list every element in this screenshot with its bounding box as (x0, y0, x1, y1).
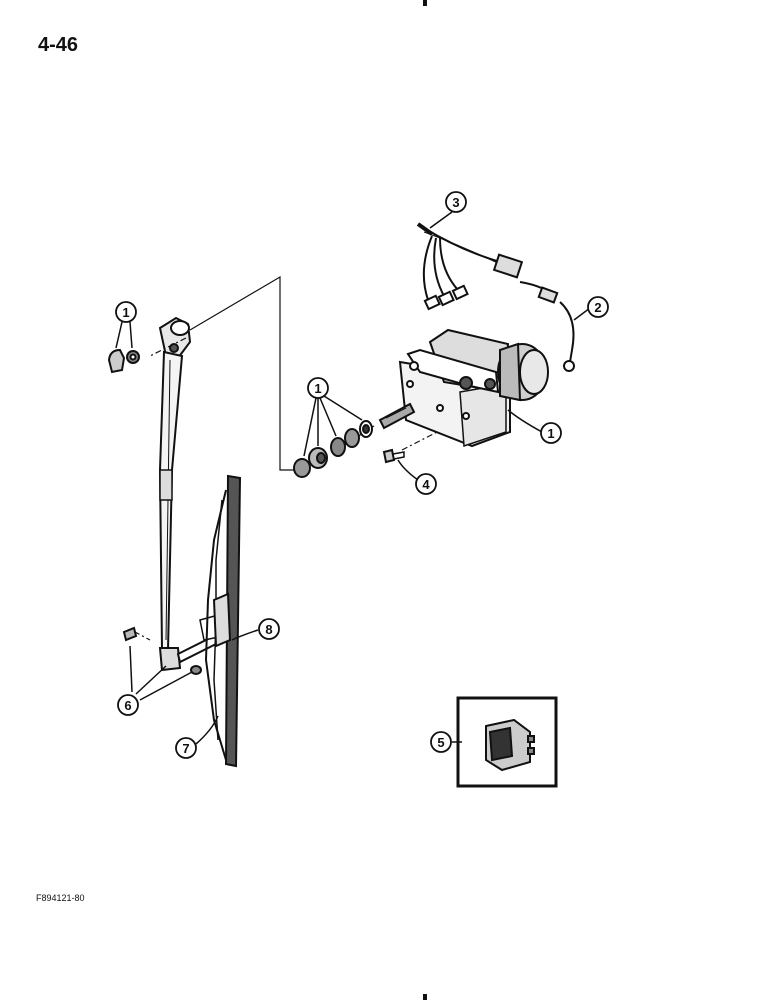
svg-text:5: 5 (437, 735, 444, 750)
top-edge-mark (423, 0, 427, 6)
wiper-blade (204, 474, 242, 768)
arm-nut-and-washer (107, 348, 140, 374)
svg-text:6: 6 (124, 698, 131, 713)
callout-7: 7 (175, 737, 197, 759)
wiper-switch-inset (456, 696, 558, 788)
mounting-bolt (382, 448, 405, 464)
figure-id: F894121-80 (36, 893, 85, 903)
svg-text:1: 1 (314, 381, 321, 396)
callout-1-mid: 1 (307, 377, 329, 399)
svg-text:1: 1 (547, 426, 554, 441)
page-number: 4-46 (38, 34, 79, 56)
ground-wire (519, 281, 575, 372)
svg-text:3: 3 (452, 195, 459, 210)
svg-text:7: 7 (182, 741, 189, 756)
callout-5: 5 (430, 731, 452, 753)
callout-1-left: 1 (115, 301, 137, 323)
blade-screw-and-nut (122, 626, 202, 675)
callout-8: 8 (258, 618, 280, 640)
callout-3: 3 (445, 191, 467, 213)
wiring-harness (416, 222, 524, 311)
svg-text:4: 4 (422, 477, 430, 492)
callout-1-right: 1 (540, 422, 562, 444)
bottom-edge-mark (423, 994, 427, 1000)
svg-text:2: 2 (594, 300, 601, 315)
svg-text:8: 8 (265, 622, 272, 637)
callout-leaders (115, 211, 591, 745)
callout-4: 4 (415, 473, 437, 495)
wiper-motor (378, 328, 549, 448)
callout-2: 2 (587, 296, 609, 318)
callout-6: 6 (117, 694, 139, 716)
svg-text:1: 1 (122, 305, 129, 320)
spindle-hardware (293, 420, 373, 478)
rocker-switch (485, 718, 535, 772)
